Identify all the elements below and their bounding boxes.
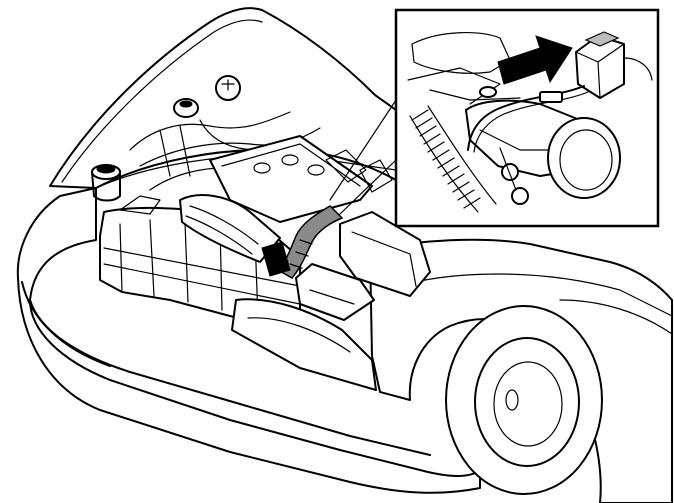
lower-housing xyxy=(261,241,291,277)
air-box xyxy=(339,211,431,297)
callout-leaders xyxy=(329,99,397,215)
front-bumper xyxy=(16,187,481,494)
corrugated-hose xyxy=(409,105,497,213)
intake-hose xyxy=(276,205,344,279)
front-wheel xyxy=(445,305,603,495)
throttle-body xyxy=(465,99,621,205)
engine-bay xyxy=(91,75,431,321)
sensor-wire xyxy=(467,85,585,151)
sensor-connector xyxy=(575,31,653,99)
direction-arrow-icon xyxy=(497,35,573,85)
detail-inset xyxy=(394,8,660,228)
